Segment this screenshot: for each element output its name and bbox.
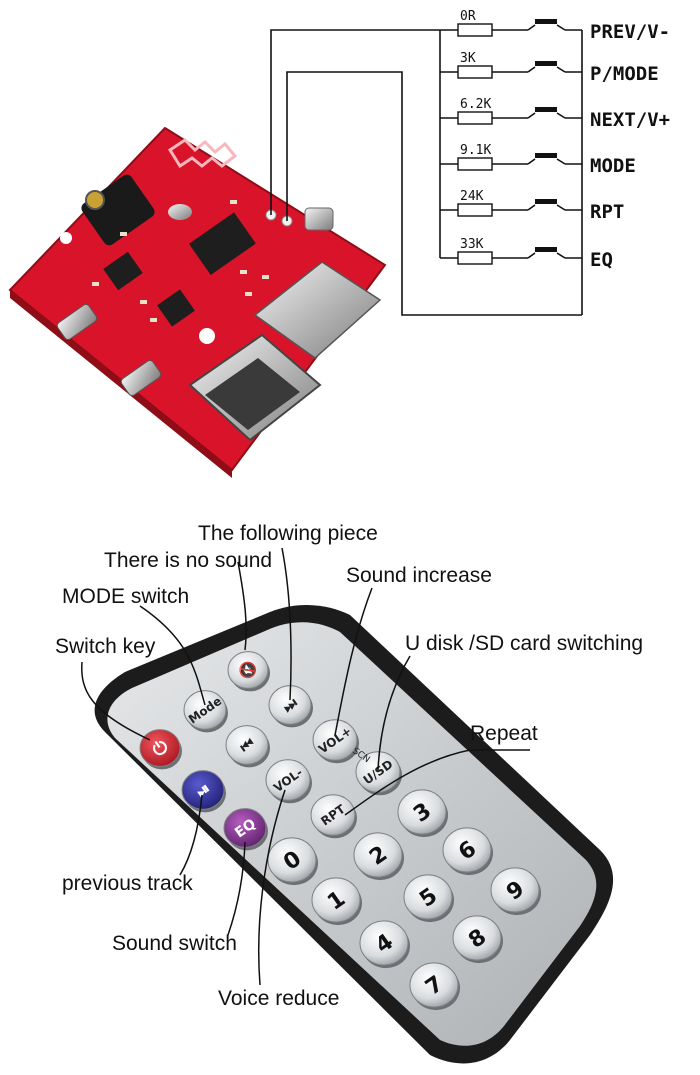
push-button (535, 19, 557, 24)
line-repeat (344, 749, 530, 816)
push-button (535, 107, 557, 112)
button-label: MODE (590, 155, 636, 177)
resistor-value: 9.1K (460, 143, 491, 158)
resistor (457, 111, 493, 125)
mode-button[interactable]: Mode (183, 690, 228, 733)
rpt-button[interactable]: RPT (310, 794, 357, 839)
schematic-row: 9.1K MODE (440, 143, 636, 177)
remote-control (94, 604, 614, 1064)
schematic-wires (270, 29, 583, 316)
pcb-board (8, 126, 387, 478)
label-mode-switch: MODE switch (62, 585, 189, 608)
annotation-lines (81, 547, 530, 986)
resistor (457, 251, 493, 265)
line-no-sound (237, 561, 247, 651)
usb-a-port-opening (205, 358, 300, 430)
label-previous-track: previous track (62, 872, 193, 895)
micro-usb-port-1 (56, 303, 98, 341)
remote-body (107, 622, 597, 1046)
push-button (535, 199, 557, 204)
main-chip (188, 212, 256, 276)
digit-0-button[interactable]: 0 (267, 837, 318, 886)
digit-3-button[interactable]: 3 (397, 789, 448, 838)
line-voice-reduce (258, 789, 286, 986)
line-mode-switch (139, 605, 206, 706)
mute-button[interactable]: 🔇 (227, 651, 270, 692)
button-schematic: 0R PREV/V- 3K P/MODE 6.2K NEXT/V+ 9.1K MODE 24K R… (440, 9, 670, 271)
button-label: PREV/V- (590, 21, 670, 43)
button-label: P/MODE (590, 63, 659, 85)
digit-2-button[interactable]: 2 (353, 832, 404, 881)
line-sound-increase (334, 587, 373, 736)
label-no-sound: There is no sound (104, 549, 272, 572)
push-button (535, 153, 557, 158)
line-previous-track (179, 794, 203, 876)
push-button (535, 61, 557, 66)
smd-components (92, 200, 269, 322)
label-switch-key: Switch key (55, 635, 156, 658)
label-repeat: Repeat (470, 722, 538, 745)
schematic-row: 24K RPT (440, 189, 624, 223)
resistor (457, 203, 493, 217)
resistor-value: 3K (460, 51, 476, 66)
schematic-row: 0R PREV/V- (440, 9, 670, 43)
resistor-value: 33K (460, 237, 484, 252)
line-switch-key (81, 661, 151, 741)
digit-9-button[interactable]: 9 (490, 867, 541, 916)
line-usd (377, 655, 411, 771)
audio-jack-hole (85, 190, 105, 210)
line-sound-switch (227, 841, 246, 936)
crystal (168, 204, 192, 220)
microphone (304, 207, 334, 231)
label-usd-switch: U disk /SD card switching (405, 632, 643, 655)
resistor-value: 6.2K (460, 97, 491, 112)
power-button[interactable]: ⏻ (139, 729, 182, 770)
eq-button[interactable]: EQ (223, 808, 268, 851)
amp-chip (103, 251, 143, 291)
resistor (457, 65, 493, 79)
mount-hole-1 (60, 232, 72, 244)
vol-up-button[interactable]: VOL+ (312, 719, 359, 764)
next-button[interactable]: ⏭ (268, 685, 313, 728)
resistor (457, 157, 493, 171)
resistor-value: 0R (460, 9, 476, 24)
schematic-row: 33K EQ (440, 237, 613, 271)
prev-button[interactable]: ⏮ (225, 725, 270, 768)
antenna-trace (167, 138, 238, 169)
digit-4-button[interactable]: 4 (359, 920, 410, 969)
button-label: RPT (590, 201, 624, 223)
digit-1-button[interactable]: 1 (311, 877, 362, 926)
label-sound-increase: Sound increase (346, 564, 492, 587)
digit-7-button[interactable]: 7 (409, 962, 460, 1011)
digit-5-button[interactable]: 5 (403, 874, 454, 923)
play-pause-button[interactable]: ⏯ (181, 770, 226, 813)
sd-card-slot (253, 261, 382, 359)
annotation-labels: The following piece There is no sound MO… (55, 522, 643, 1010)
line-following-piece (281, 547, 292, 701)
vol-down-button[interactable]: VOL- (265, 759, 312, 804)
label-voice-reduce: Voice reduce (218, 987, 339, 1010)
button-label: NEXT/V+ (590, 109, 670, 131)
label-sound-switch: Sound switch (112, 932, 237, 955)
button-label: EQ (590, 249, 613, 271)
label-following-piece: The following piece (198, 522, 378, 545)
mount-hole-2 (199, 328, 215, 344)
resistor-value: 24K (460, 189, 484, 204)
schematic-row: 3K P/MODE (440, 51, 659, 85)
digit-8-button[interactable]: 8 (452, 915, 503, 964)
reg-chip (157, 289, 195, 327)
push-button (535, 247, 557, 252)
micro-usb-port-2 (120, 359, 162, 397)
resistor (457, 23, 493, 37)
schematic-row: 6.2K NEXT/V+ (440, 97, 670, 131)
digit-6-button[interactable]: 6 (442, 827, 493, 876)
